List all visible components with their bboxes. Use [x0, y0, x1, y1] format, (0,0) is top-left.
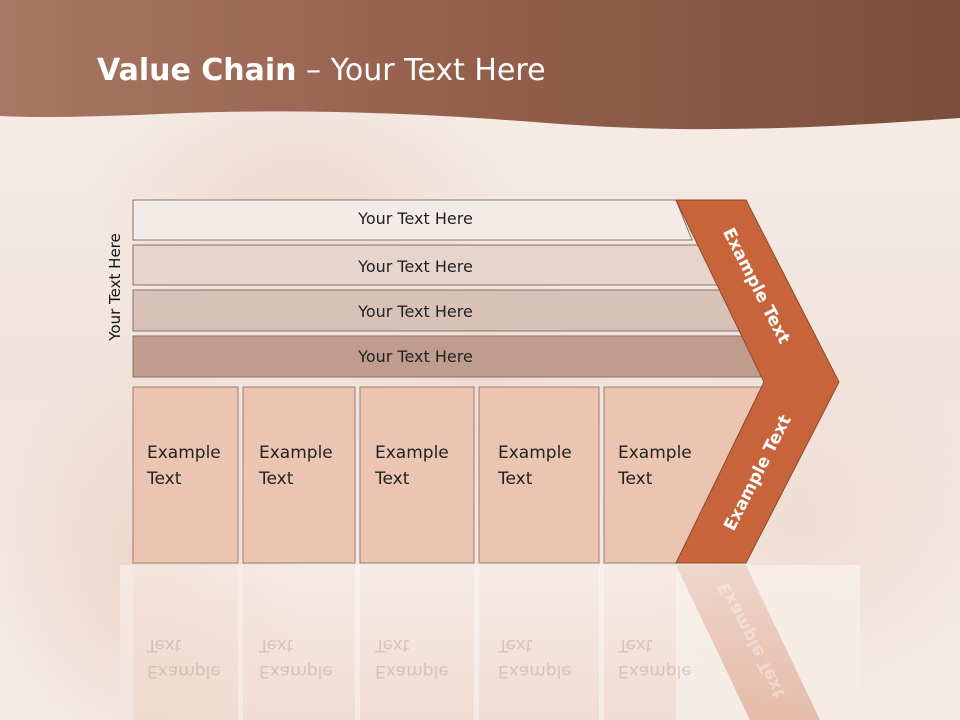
slide-title: Value Chain – Your Text Here: [97, 53, 546, 88]
column-box-3: [359, 386, 475, 564]
column-box-4: [478, 386, 600, 564]
side-label: Your Text Here: [106, 233, 124, 341]
row-label-3: Your Text Here: [358, 302, 473, 321]
column-box-2: [242, 386, 356, 564]
row-label-1: Your Text Here: [358, 209, 473, 228]
row-label-2: Your Text Here: [358, 257, 473, 276]
chevron-arrow: [675, 199, 840, 564]
row-bar-1: [132, 199, 693, 241]
header-band: [0, 0, 960, 130]
column-box-1: [132, 386, 239, 564]
row-label-4: Your Text Here: [358, 347, 473, 366]
